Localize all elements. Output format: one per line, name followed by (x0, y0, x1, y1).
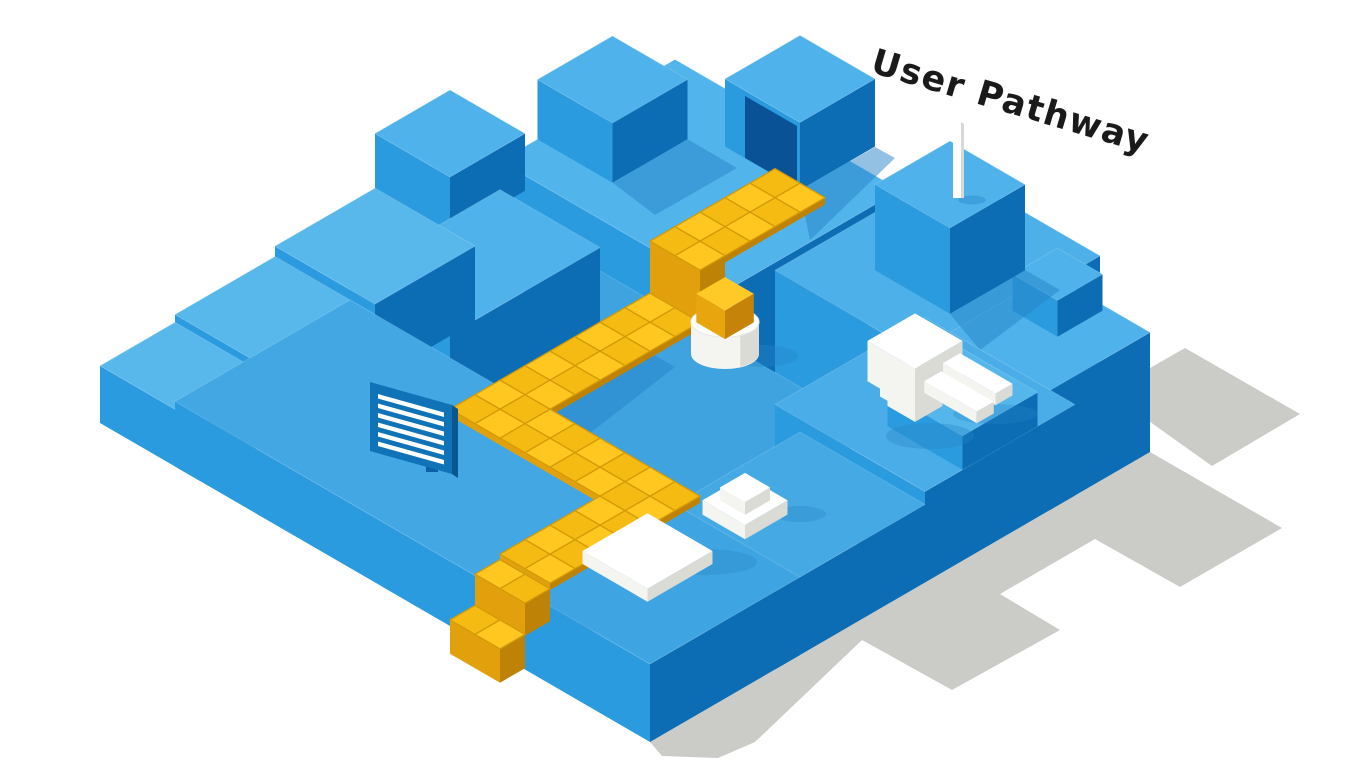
flag-tower-cast-shadow (950, 270, 1060, 350)
ground-shadow-main (650, 452, 1282, 758)
stepped-widget-top (720, 472, 770, 515)
flag-tower-block (874, 140, 1026, 314)
golden-path-cascade-lower (449, 604, 526, 683)
sign-board-edge (452, 405, 458, 478)
door-tower-cast-shadow (800, 147, 895, 240)
pedestal-gold-cube (696, 277, 754, 340)
avatar-shadow (886, 423, 974, 449)
flagpole-shade (961, 122, 964, 198)
document-slab (582, 513, 713, 602)
card-bar-2 (924, 371, 994, 424)
flagpole (953, 122, 961, 198)
back-left-tower-block (537, 35, 688, 183)
back-tower-cast-shadow (613, 139, 737, 215)
doorway-opening (745, 96, 797, 188)
flagpole-shadow (958, 195, 986, 205)
sign-text-lines (378, 394, 444, 465)
ground-shadow-east (1108, 348, 1300, 466)
golden-path-drop (649, 226, 726, 329)
card-bar-1 (943, 353, 1013, 406)
